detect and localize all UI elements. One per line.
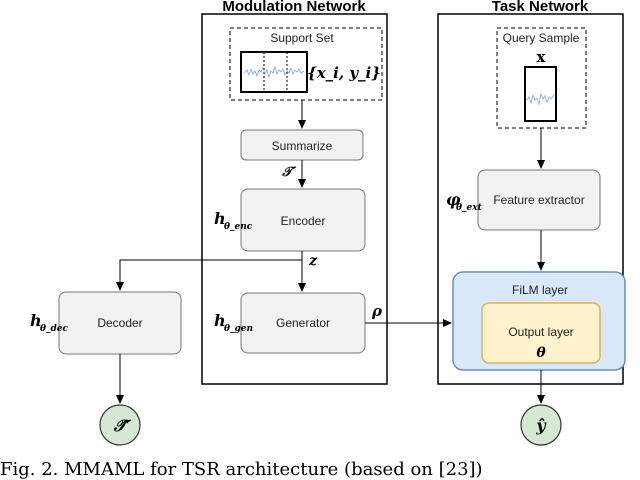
decoder-symbol: h θ_dec bbox=[30, 311, 69, 334]
feature-extractor-box bbox=[477, 169, 601, 231]
feature-extractor-label: Feature extractor bbox=[493, 193, 584, 207]
query-label: Query Sample bbox=[503, 31, 580, 45]
support-set-label: Support Set bbox=[270, 31, 334, 45]
query-signal-box bbox=[524, 66, 557, 122]
arrow-z-to-decoder bbox=[116, 259, 302, 291]
svg-text:h: h bbox=[30, 311, 42, 330]
support-signal-line bbox=[243, 65, 305, 79]
support-set: Support Set {x_i, y_i} bbox=[229, 27, 383, 101]
output-layer-label: Output layer bbox=[508, 325, 573, 339]
theta-label: θ bbox=[536, 345, 546, 361]
svg-text:h: h bbox=[214, 209, 226, 228]
encoder-label: Encoder bbox=[281, 214, 326, 228]
query-sample: Query Sample x bbox=[496, 27, 587, 129]
generator-label: Generator bbox=[276, 316, 330, 330]
output-layer-box bbox=[481, 302, 601, 364]
svg-text:h: h bbox=[214, 311, 226, 330]
y-hat-label: ŷ bbox=[535, 416, 547, 435]
task-network-frame bbox=[437, 13, 624, 385]
rho-label: ρ bbox=[371, 302, 383, 320]
support-set-math: {x_i, y_i} bbox=[307, 64, 381, 82]
film-layer-label: FiLM layer bbox=[512, 283, 568, 297]
feature-symbol: φ θ_ext bbox=[446, 190, 483, 213]
svg-text:θ_dec: θ_dec bbox=[40, 324, 69, 334]
y-hat-node bbox=[520, 404, 562, 446]
figure-caption: Fig. 2. MMAML for TSR architecture (base… bbox=[0, 459, 483, 480]
encoder-box bbox=[240, 188, 366, 252]
modulation-network: Modulation Network Support Set {x_i, y_i… bbox=[201, 0, 388, 385]
task-network: Task Network Query Sample x Feature extr… bbox=[437, 0, 626, 446]
svg-text:θ_ext: θ_ext bbox=[456, 203, 483, 213]
modulation-network-title: Modulation Network bbox=[222, 0, 366, 15]
tau-hat-node bbox=[99, 404, 141, 446]
summarize-label: Summarize bbox=[272, 139, 333, 153]
svg-text:φ: φ bbox=[446, 190, 461, 209]
svg-text:θ_gen: θ_gen bbox=[224, 324, 253, 334]
z-label: z bbox=[308, 253, 318, 269]
generator-symbol: h θ_gen bbox=[214, 311, 253, 334]
query-signal-line bbox=[526, 92, 555, 106]
decoder-label: Decoder bbox=[97, 316, 142, 330]
task-network-title: Task Network bbox=[492, 0, 589, 15]
encoder-symbol: h θ_enc bbox=[214, 209, 253, 232]
query-x-label: x bbox=[537, 48, 547, 66]
svg-text:θ_enc: θ_enc bbox=[224, 222, 253, 232]
modulation-network-frame bbox=[201, 13, 388, 385]
decoder: Decoder h θ_dec 𝒯̂ bbox=[30, 291, 182, 446]
tau-prime-label: 𝒯′ bbox=[281, 165, 297, 180]
